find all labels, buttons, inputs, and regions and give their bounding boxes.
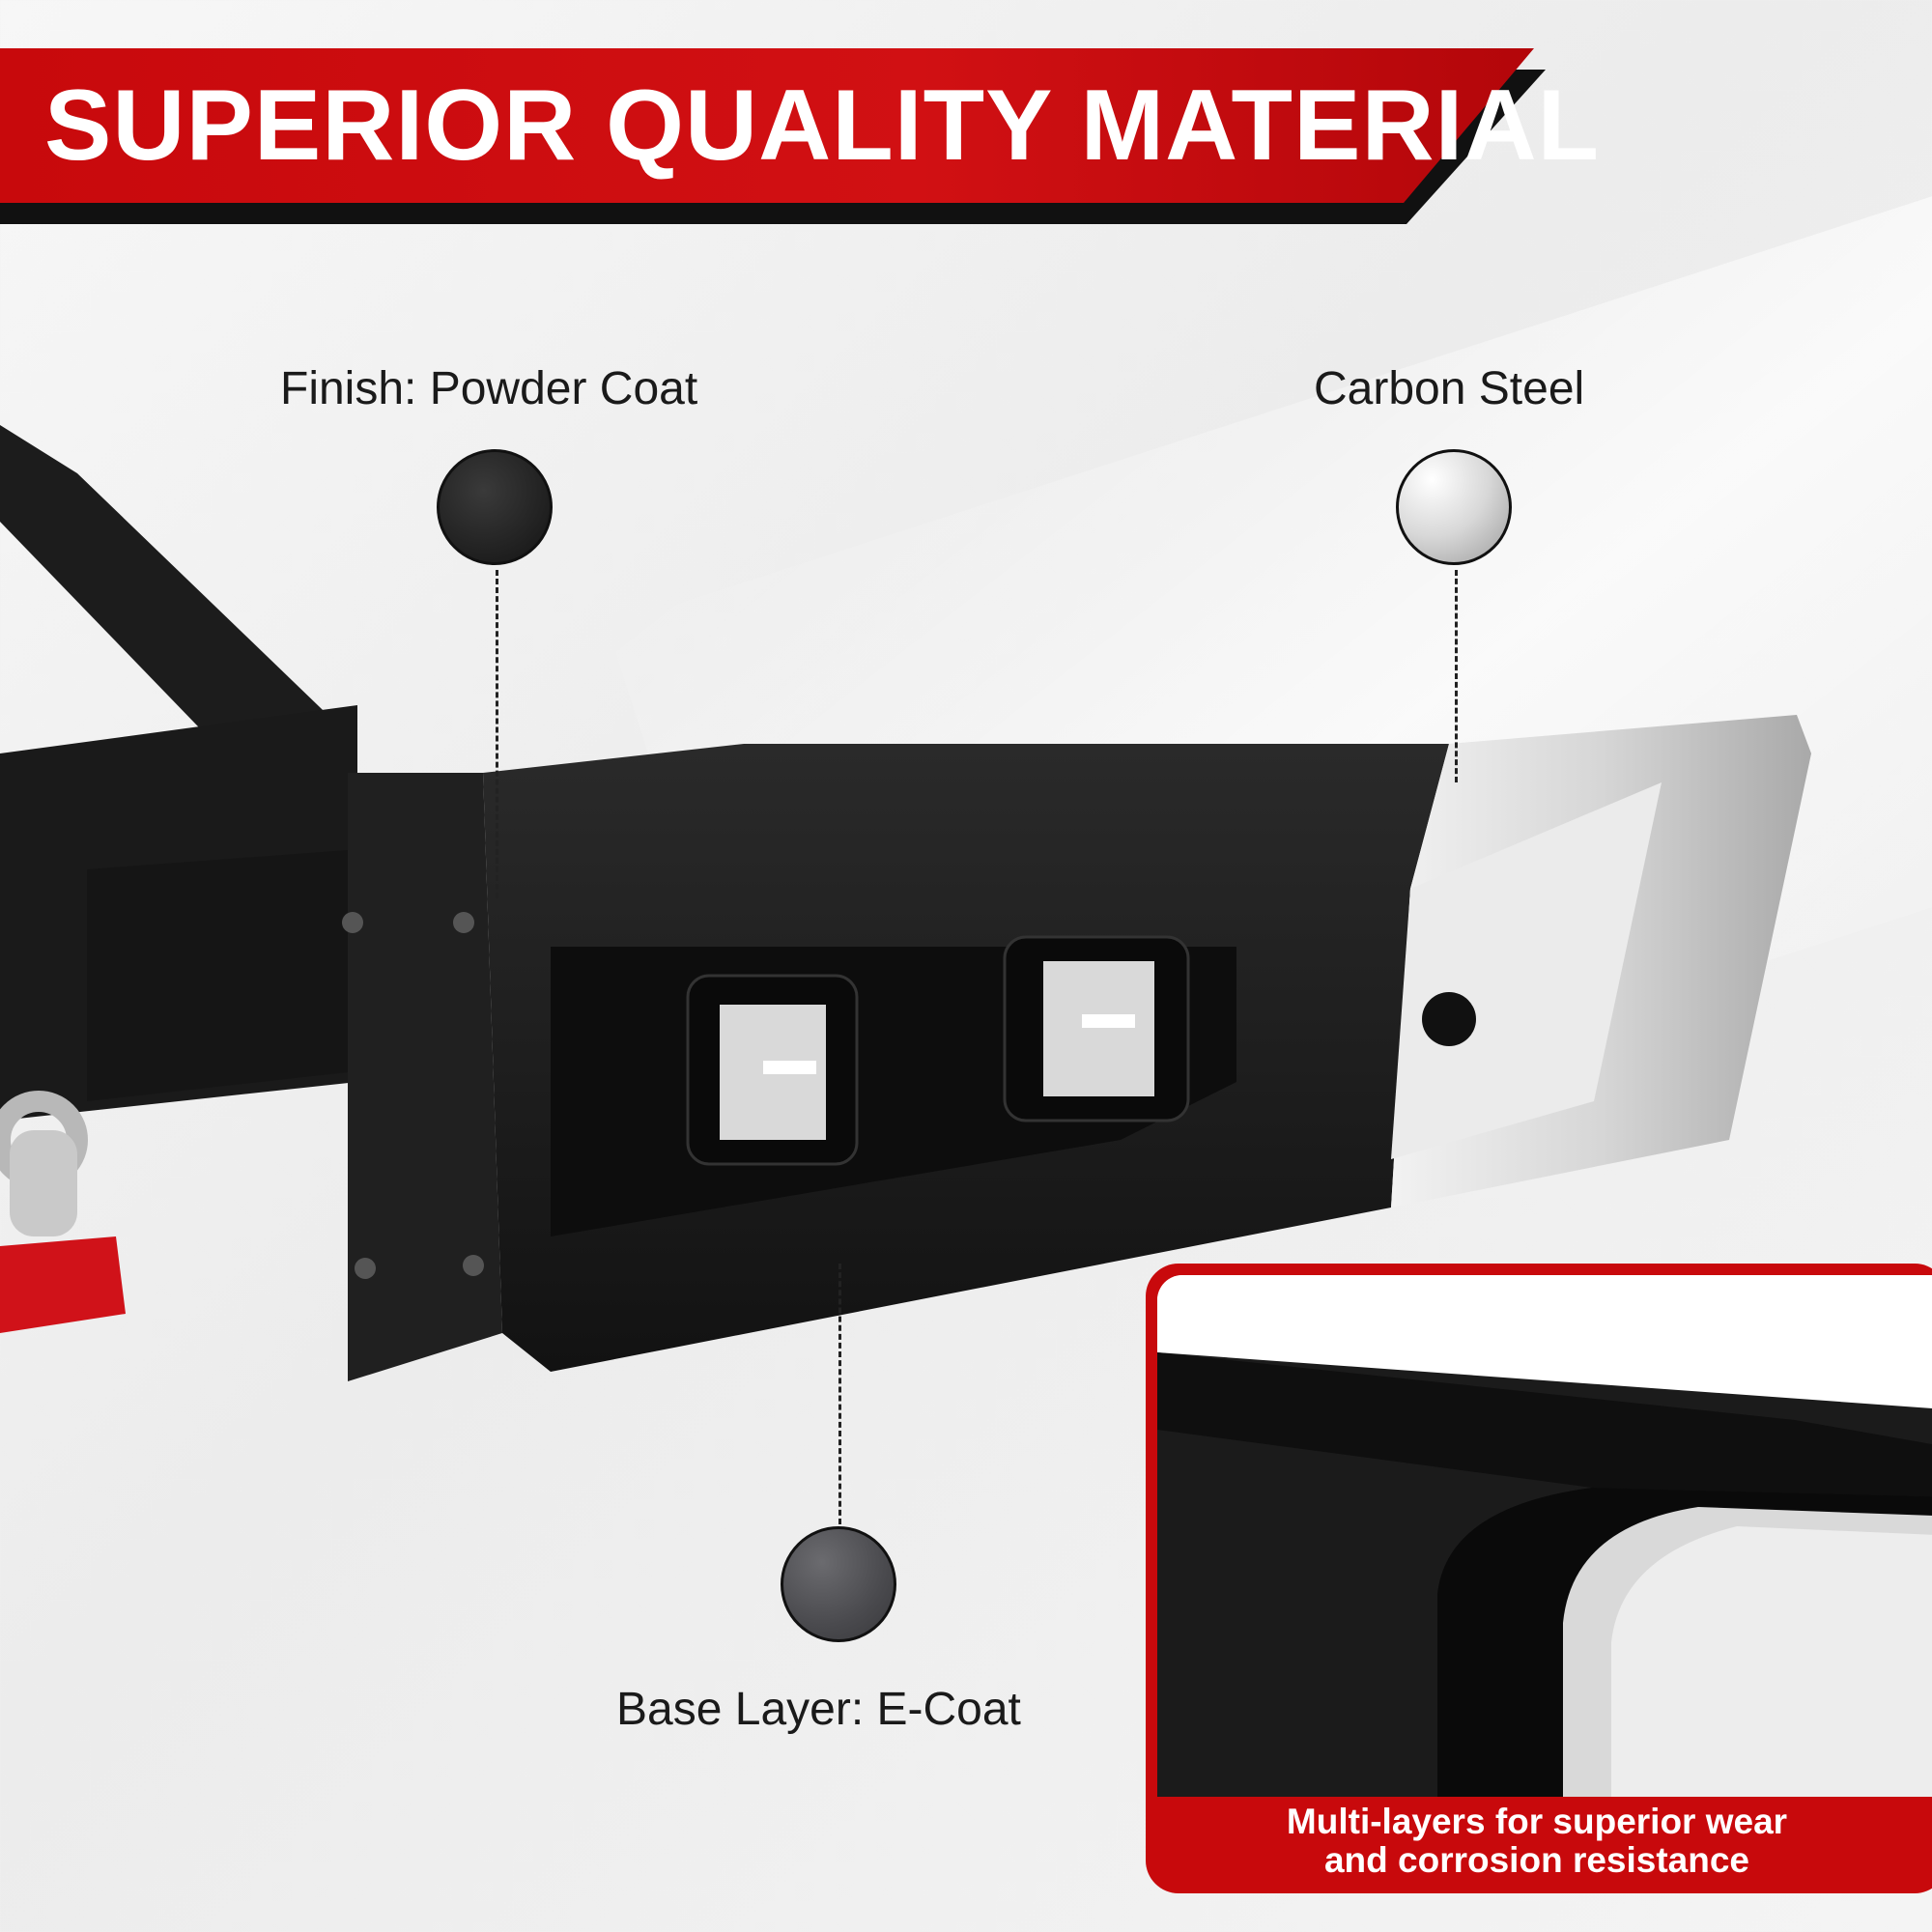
upright-bar: [0, 425, 348, 811]
center-plate: [348, 773, 502, 1381]
shackle: [0, 1091, 126, 1333]
sensor-hole: [1422, 992, 1476, 1046]
e-coat-swatch-icon: [781, 1526, 896, 1642]
inset-caption-line1: Multi-layers for superior wear: [1286, 1802, 1788, 1841]
base-layer-label: Base Layer: E-Coat: [616, 1684, 1021, 1735]
inset-caption-line2: and corrosion resistance: [1323, 1840, 1750, 1880]
carbon-steel-label: Carbon Steel: [1314, 363, 1585, 414]
detail-inset-image: [1157, 1275, 1932, 1797]
powder-coat-swatch-icon: [437, 449, 553, 565]
layer-closeup: [1157, 1275, 1932, 1797]
right-led-light: [1003, 935, 1190, 1122]
steel-leader-line: [1455, 570, 1458, 782]
base-leader-line: [838, 1264, 841, 1524]
finish-leader-line: [496, 570, 498, 898]
detail-inset: Multi-layers for superior wear and corro…: [1146, 1264, 1932, 1893]
page-title: SUPERIOR QUALITY MATERIAL: [44, 70, 1601, 182]
finish-label: Finish: Powder Coat: [280, 363, 698, 414]
left-led-light: [686, 974, 859, 1166]
bumper-illustration: [0, 425, 1811, 1381]
title-banner: [0, 48, 1534, 203]
carbon-steel-swatch-icon: [1396, 449, 1512, 565]
inset-caption: Multi-layers for superior wear and corro…: [1146, 1803, 1932, 1880]
